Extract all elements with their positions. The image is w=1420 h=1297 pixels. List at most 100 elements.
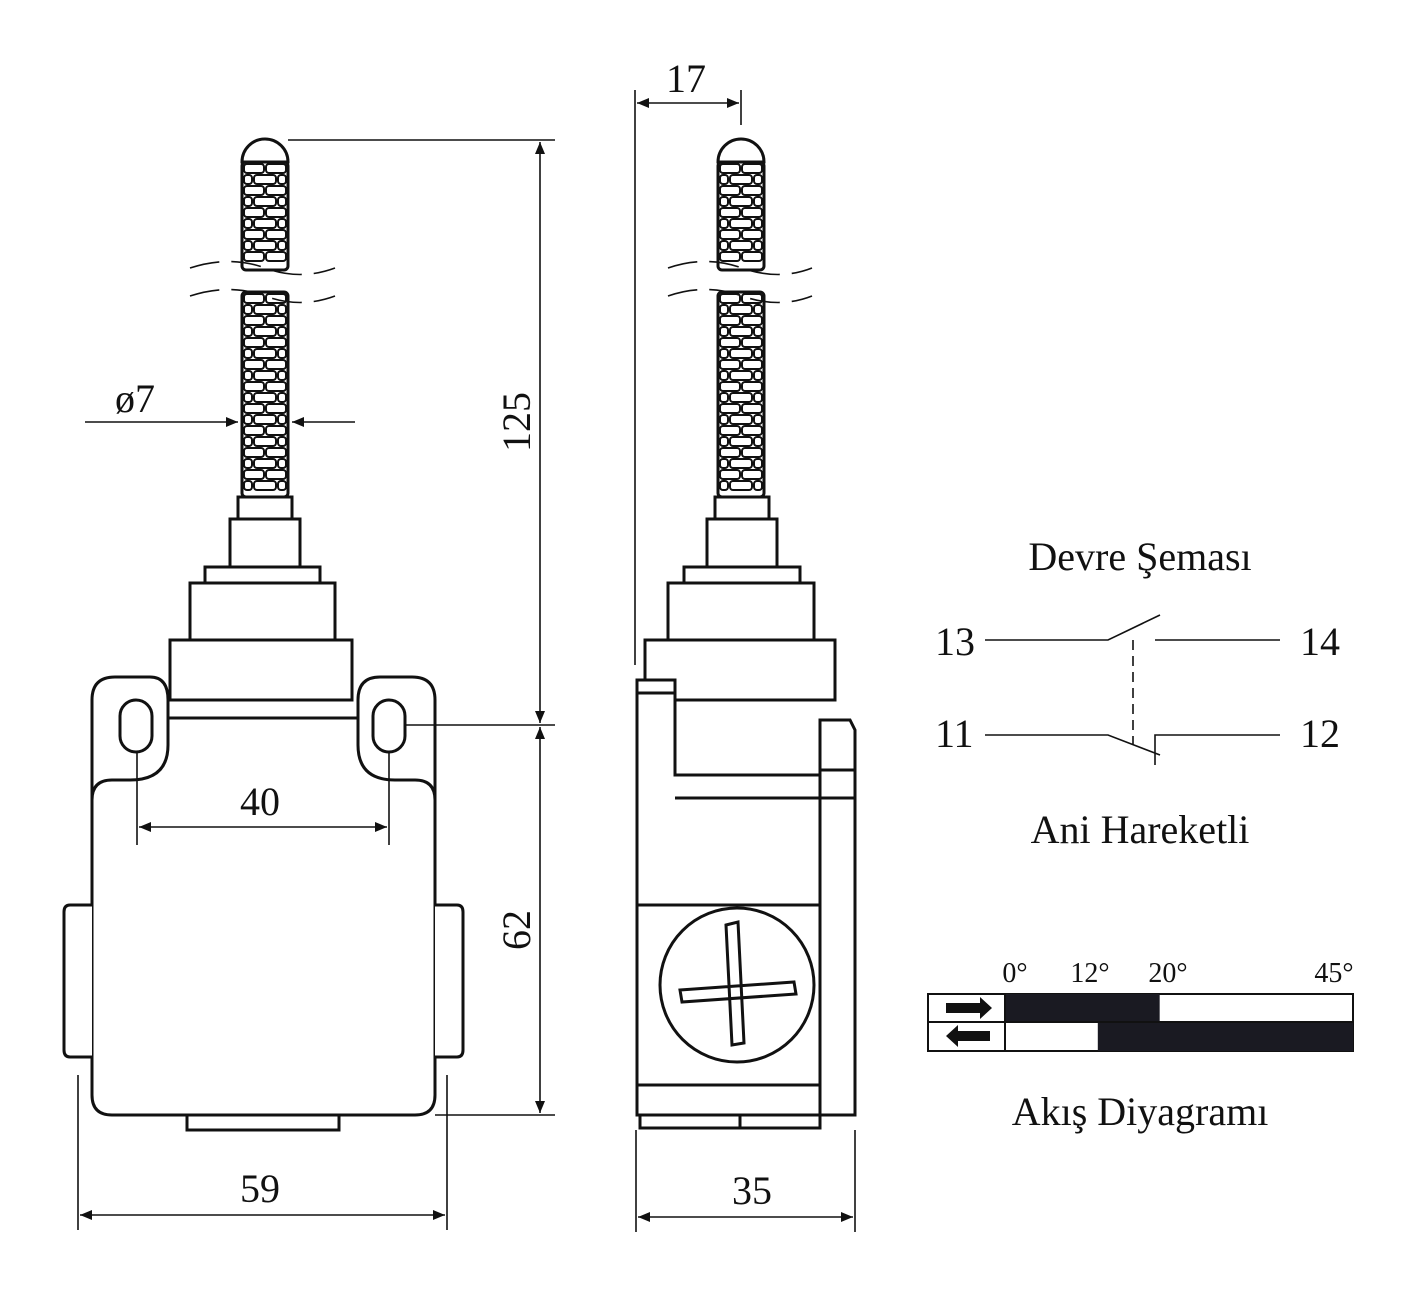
spring-coil [243, 229, 265, 240]
spring-coil [719, 293, 741, 304]
dim-total-height: 125 [494, 392, 539, 452]
spring-coil [243, 447, 265, 458]
spring-coil [243, 315, 265, 326]
spring-coil [719, 196, 729, 207]
flow-diagram: 0° 12° 20° 45° Akış Diyagramı [927, 958, 1354, 1134]
spring-coil [753, 392, 763, 403]
spring-coil [719, 304, 729, 315]
spring-coil [277, 304, 287, 315]
spring-coil [729, 370, 753, 381]
spring-coil [719, 174, 729, 185]
spring-coil [719, 436, 729, 447]
spring-coil [253, 414, 277, 425]
spring-coil [719, 185, 741, 196]
terminal-14: 14 [1300, 619, 1340, 664]
cable-gland-screw [658, 906, 816, 1064]
dim-rod-offset: 17 [666, 56, 706, 101]
spring-coil [729, 304, 753, 315]
spring-coil [243, 436, 253, 447]
rod-base [236, 495, 294, 521]
spring-coil [719, 458, 729, 469]
spring-rod-side-upper [716, 160, 766, 272]
spring-coil [265, 229, 287, 240]
spring-coil [253, 196, 277, 207]
spring-coil [243, 392, 253, 403]
spring-coil [243, 207, 265, 218]
spring-coil [729, 240, 753, 251]
spring-coil [243, 326, 253, 337]
spring-coil [277, 196, 287, 207]
spring-coil [741, 381, 763, 392]
spring-coil [753, 218, 763, 229]
screw-cross-icon [678, 920, 798, 1047]
spring-coil [253, 480, 277, 491]
break-line-side [667, 260, 813, 304]
spring-coil [719, 326, 729, 337]
spring-coil [729, 414, 753, 425]
spring-coil [753, 414, 763, 425]
circuit-title: Devre Şeması [1028, 534, 1251, 579]
spring-coil [719, 469, 741, 480]
spring-coil [277, 326, 287, 337]
side-view: 17 35 [634, 56, 857, 1232]
spring-coil [719, 414, 729, 425]
spring-coil [277, 218, 287, 229]
terminal-13: 13 [935, 619, 975, 664]
spring-coil [719, 240, 729, 251]
spring-coil [265, 337, 287, 348]
spring-coil [253, 392, 277, 403]
spring-coil [265, 163, 287, 174]
spring-coil [719, 337, 741, 348]
angle-label: 0° [1002, 958, 1027, 989]
spring-coil [729, 458, 753, 469]
spring-coil [741, 337, 763, 348]
spring-coil [719, 480, 729, 491]
side-boss-right [435, 903, 465, 1059]
break-line [189, 260, 336, 304]
rod-tip-side [716, 137, 766, 164]
arrow-right-icon [946, 997, 992, 1019]
spring-coil [741, 185, 763, 196]
spring-coil [719, 359, 741, 370]
spring-coil [753, 304, 763, 315]
terminal-11: 11 [935, 711, 974, 756]
spring-coil [741, 359, 763, 370]
head-flange [168, 638, 354, 702]
terminal-12: 12 [1300, 711, 1340, 756]
spring-coil [753, 174, 763, 185]
spring-coil [277, 174, 287, 185]
plunger-neck-side [705, 517, 779, 569]
spring-coil [243, 458, 253, 469]
spring-coil [741, 469, 763, 480]
spring-coil [719, 218, 729, 229]
plunger-neck [228, 517, 302, 569]
head-flange-side [643, 638, 837, 702]
spring-coil [243, 251, 265, 262]
spring-coil [741, 447, 763, 458]
rod-tip [240, 137, 290, 164]
spring-coil [719, 370, 729, 381]
bottom-tab [185, 1113, 341, 1132]
frame-inner [90, 718, 437, 801]
spring-coil [243, 174, 253, 185]
collar-side [682, 565, 802, 585]
spring-coil [265, 403, 287, 414]
dim-body-width: 59 [240, 1166, 280, 1211]
spring-rod-side-lower [716, 290, 766, 499]
spring-coil [753, 480, 763, 491]
spring-coil [719, 392, 729, 403]
spring-coil [265, 251, 287, 262]
angle-label: 12° [1070, 958, 1109, 989]
spring-coil [741, 207, 763, 218]
dim-body-depth: 35 [732, 1168, 772, 1213]
spring-coil [253, 304, 277, 315]
spring-coil [753, 196, 763, 207]
side-boss-left [62, 903, 92, 1059]
spring-coil [243, 163, 265, 174]
spring-coil [265, 447, 287, 458]
spring-coil [253, 348, 277, 359]
spring-coil [277, 436, 287, 447]
spring-coil [719, 207, 741, 218]
dim-body-height: 62 [494, 910, 539, 950]
